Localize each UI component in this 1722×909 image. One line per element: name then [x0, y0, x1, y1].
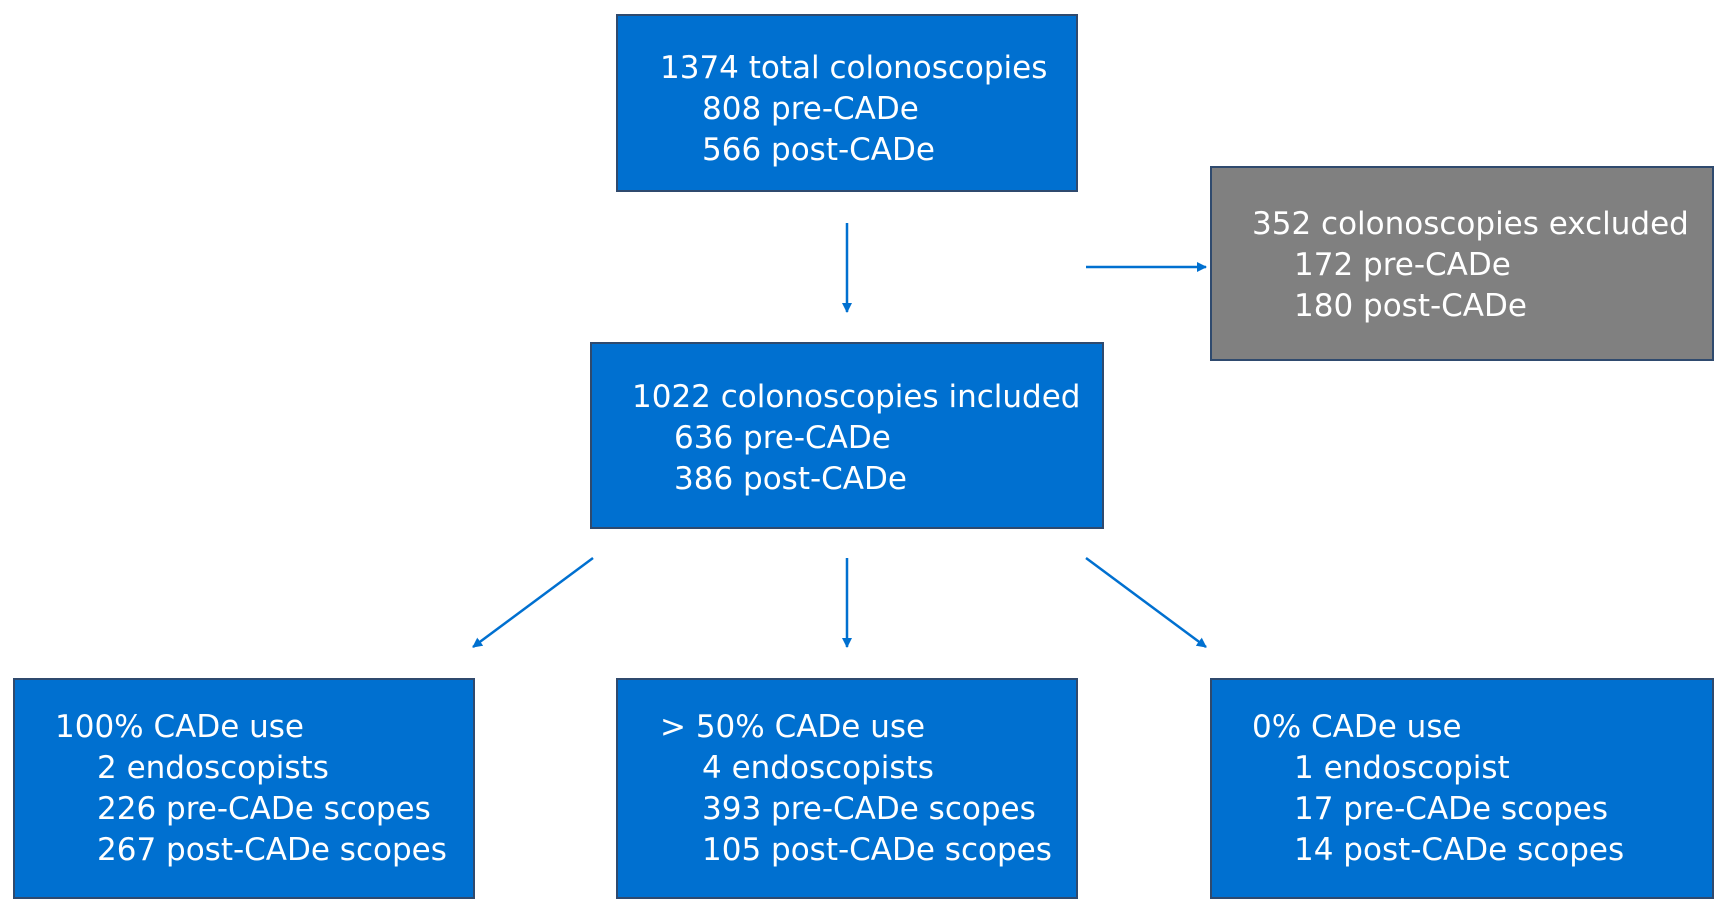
- box-included-line-2: 386 post-CADe: [674, 461, 907, 497]
- arrow-included-to-100: [472, 556, 594, 649]
- box-0-line-3: 14 post-CADe scopes: [1294, 832, 1625, 868]
- box-50-line-1: 4 endoscopists: [702, 750, 934, 786]
- box-0-title: 0% CADe use: [1252, 709, 1462, 745]
- box-100-cade-use: 100% CADe use 2 endoscopists 226 pre-CAD…: [13, 678, 475, 899]
- box-total-title: 1374 total colonoscopies: [660, 50, 1048, 86]
- box-excluded-title: 352 colonoscopies excluded: [1252, 206, 1689, 242]
- box-included-title: 1022 colonoscopies included: [632, 379, 1081, 415]
- box-100-line-3: 267 post-CADe scopes: [97, 832, 447, 868]
- box-total-line-1: 808 pre-CADe: [702, 91, 919, 127]
- box-included: 1022 colonoscopies included 636 pre-CADe…: [590, 342, 1104, 529]
- box-100-title: 100% CADe use: [55, 709, 304, 745]
- box-excluded: 352 colonoscopies excluded 172 pre-CADe …: [1210, 166, 1714, 361]
- box-excluded-line-2: 180 post-CADe: [1294, 288, 1527, 324]
- box-50-line-2: 393 pre-CADe scopes: [702, 791, 1036, 827]
- box-included-line-1: 636 pre-CADe: [674, 420, 891, 456]
- box-total-line-2: 566 post-CADe: [702, 132, 935, 168]
- box-0-line-1: 1 endoscopist: [1294, 750, 1510, 786]
- box-100-line-1: 2 endoscopists: [97, 750, 329, 786]
- box-50-cade-use: > 50% CADe use 4 endoscopists 393 pre-CA…: [616, 678, 1078, 899]
- box-100-line-2: 226 pre-CADe scopes: [97, 791, 431, 827]
- box-50-line-3: 105 post-CADe scopes: [702, 832, 1052, 868]
- box-50-title: > 50% CADe use: [660, 709, 926, 745]
- box-total-colonoscopies: 1374 total colonoscopies 808 pre-CADe 56…: [616, 14, 1078, 192]
- arrow-included-to-0: [1085, 556, 1207, 649]
- box-0-cade-use: 0% CADe use 1 endoscopist 17 pre-CADe sc…: [1210, 678, 1714, 899]
- box-0-line-2: 17 pre-CADe scopes: [1294, 791, 1609, 827]
- box-excluded-line-1: 172 pre-CADe: [1294, 247, 1511, 283]
